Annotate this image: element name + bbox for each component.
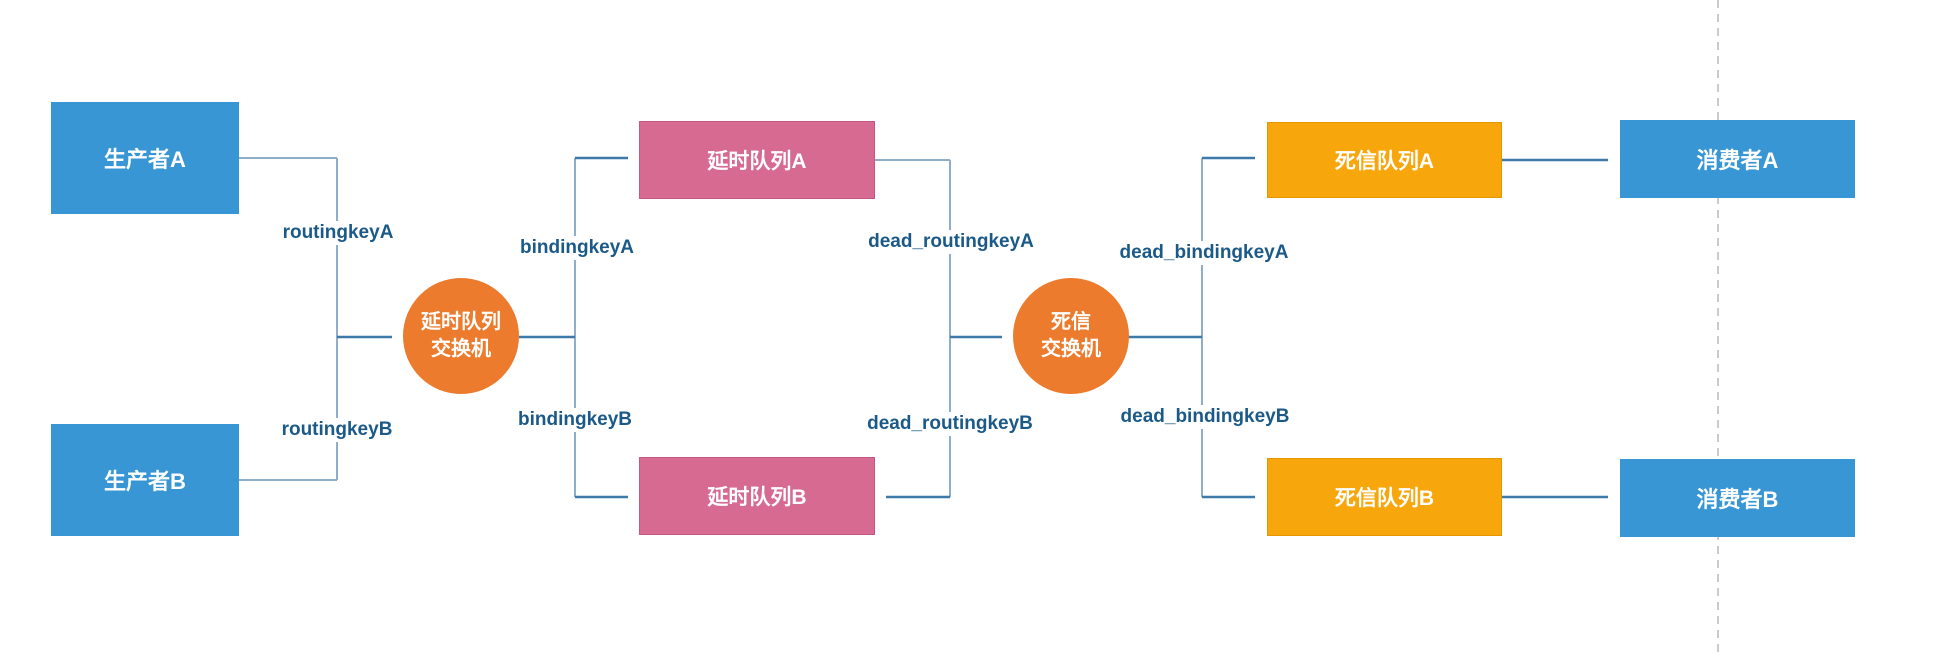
node-label: 消费者B: [1696, 487, 1779, 512]
node-consumer-a[interactable]: 消费者A: [1620, 120, 1855, 198]
node-dead-queue-b[interactable]: 死信队列B: [1267, 458, 1502, 536]
edge-label-bindingkeyB: bindingkeyB: [512, 408, 638, 432]
node-delay-queue-b[interactable]: 延时队列B: [639, 457, 875, 535]
edge-label-dead_routingkeyA: dead_routingkeyA: [863, 230, 1039, 254]
node-label: 死信队列A: [1334, 150, 1435, 173]
edge-label-routingkeyA: routingkeyA: [277, 221, 399, 245]
edge-label-bindingkeyA: bindingkeyA: [514, 236, 640, 260]
node-label: 生产者B: [104, 469, 186, 494]
node-label: 消费者A: [1696, 148, 1779, 173]
node-label: 延时队列A: [707, 150, 807, 173]
node-label-line2: 交换机: [1041, 338, 1101, 360]
node-label: 死信队列B: [1334, 487, 1435, 510]
edge-label-dead_bindingkeyA: dead_bindingkeyA: [1114, 241, 1294, 265]
node-label-line1: 死信: [1051, 311, 1091, 333]
node-label-line1: 延时队列: [421, 311, 501, 333]
node-label-line2: 交换机: [431, 338, 491, 360]
node-consumer-b[interactable]: 消费者B: [1620, 459, 1855, 537]
edge-label-routingkeyB: routingkeyB: [276, 418, 398, 442]
node-dead-exchange[interactable]: 死信 交换机: [1013, 278, 1129, 394]
edge-label-dead_bindingkeyB: dead_bindingkeyB: [1115, 405, 1295, 429]
node-delay-queue-a[interactable]: 延时队列A: [639, 121, 875, 199]
node-producer-b[interactable]: 生产者B: [51, 424, 239, 536]
edge-label-dead_routingkeyB: dead_routingkeyB: [862, 412, 1038, 436]
node-label: 延时队列B: [707, 486, 807, 509]
node-producer-a[interactable]: 生产者A: [51, 102, 239, 214]
node-dead-queue-a[interactable]: 死信队列A: [1267, 122, 1502, 198]
node-label: 生产者A: [104, 147, 186, 172]
node-delay-exchange[interactable]: 延时队列 交换机: [403, 278, 519, 394]
